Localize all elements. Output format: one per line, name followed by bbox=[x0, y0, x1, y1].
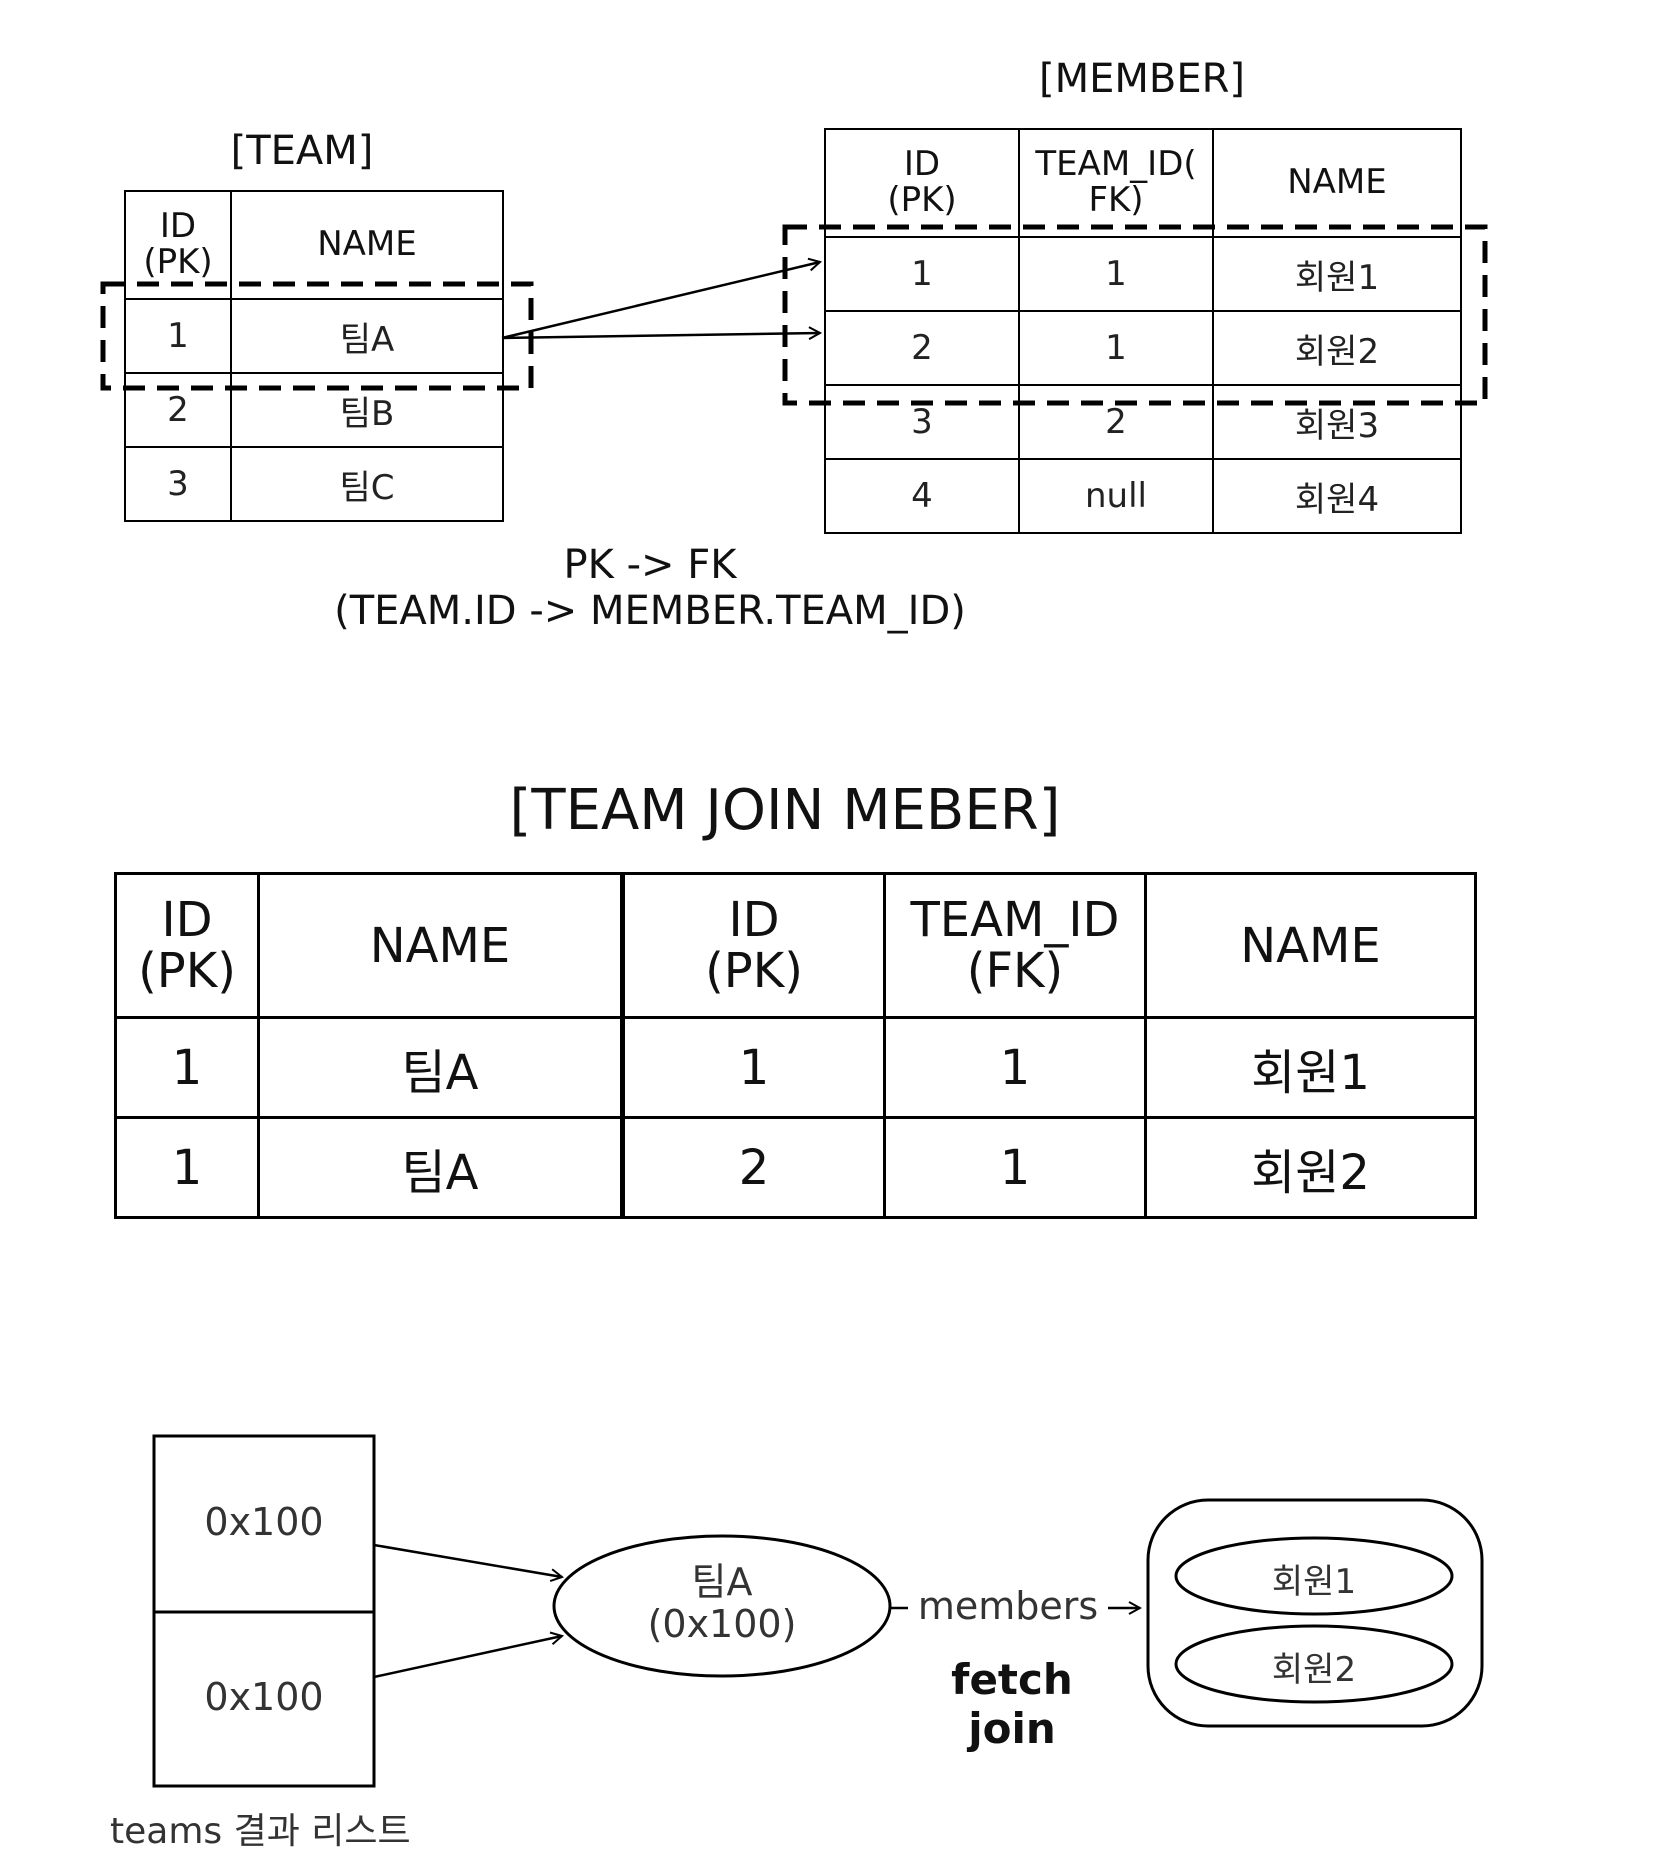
join-table-member-part: ID (PK) TEAM_ID (FK) NAME 1 1 회원1 2 1 회원… bbox=[622, 872, 1477, 1219]
member-row-2-team-id: 1 bbox=[1018, 310, 1214, 386]
join-row-2-team-name: 팀A bbox=[257, 1116, 623, 1219]
join-header-member-name: NAME bbox=[1144, 872, 1477, 1019]
member-2-ellipse bbox=[1174, 1624, 1454, 1704]
member-row-3-id: 3 bbox=[824, 384, 1020, 460]
member-header-id: ID (PK) bbox=[824, 128, 1020, 238]
member-2-label: 회원2 bbox=[1271, 1650, 1357, 1690]
team-row-1-id: 1 bbox=[124, 298, 232, 374]
join-row-1-member-team-id: 1 bbox=[883, 1016, 1147, 1119]
member-collection-box bbox=[1146, 1498, 1484, 1728]
list-arrow-2 bbox=[373, 1636, 562, 1679]
join-header-team-name: NAME bbox=[257, 872, 623, 1019]
relation-caption: PK -> FK (TEAM.ID -> MEMBER.TEAM_ID) bbox=[300, 542, 1000, 634]
member-row-1-name: 회원1 bbox=[1212, 236, 1462, 312]
join-table-title: [TEAM JOIN MEBER] bbox=[509, 778, 1061, 843]
member-row-4-team-id: null bbox=[1018, 458, 1214, 534]
member-row-1-id: 1 bbox=[824, 236, 1020, 312]
relation-line-2: (TEAM.ID -> MEMBER.TEAM_ID) bbox=[334, 588, 966, 634]
member-table-title: [MEMBER] bbox=[1038, 56, 1245, 102]
member-row-1-team-id: 1 bbox=[1018, 236, 1214, 312]
join-row-1-team-id: 1 bbox=[114, 1016, 260, 1119]
member-1-ellipse bbox=[1174, 1536, 1454, 1616]
join-header-member-team-id: TEAM_ID (FK) bbox=[883, 872, 1147, 1019]
list-arrow-1 bbox=[373, 1543, 562, 1577]
list-cell-1-address: 0x100 bbox=[204, 1500, 324, 1544]
member-header-team-id: TEAM_ID( FK) bbox=[1018, 128, 1214, 238]
join-row-2-member-team-id: 1 bbox=[883, 1116, 1147, 1219]
join-row-1-member-id: 1 bbox=[622, 1016, 886, 1119]
join-header-member-id: ID (PK) bbox=[622, 872, 886, 1019]
member-row-4-id: 4 bbox=[824, 458, 1020, 534]
member-row-2-id: 2 bbox=[824, 310, 1020, 386]
member-1-label: 회원1 bbox=[1271, 1562, 1357, 1602]
join-row-2-member-id: 2 bbox=[622, 1116, 886, 1219]
member-row-2-name: 회원2 bbox=[1212, 310, 1462, 386]
team-object-label: 팀A (0x100) bbox=[647, 1560, 797, 1646]
list-cell-2-address: 0x100 bbox=[204, 1675, 324, 1719]
member-row-3-team-id: 2 bbox=[1018, 384, 1214, 460]
team-row-2-id: 2 bbox=[124, 372, 232, 448]
list-caption: teams 결과 리스트 bbox=[110, 1811, 411, 1852]
team-table-title: [TEAM] bbox=[230, 128, 374, 174]
team-object-ellipse bbox=[552, 1534, 892, 1678]
join-row-2-team-id: 1 bbox=[114, 1116, 260, 1219]
team-row-3-id: 3 bbox=[124, 446, 232, 522]
team-row-3-name: 팀C bbox=[230, 446, 504, 522]
team-highlight-dashed-box bbox=[100, 281, 534, 391]
member-highlight-dashed-box bbox=[782, 224, 1488, 406]
team-row-1-name: 팀A bbox=[230, 298, 504, 374]
members-label: members bbox=[917, 1584, 1099, 1628]
join-row-2-member-name: 회원2 bbox=[1144, 1116, 1477, 1219]
join-table-team-part: ID (PK) NAME 1 팀A 1 팀A bbox=[114, 872, 623, 1219]
join-row-1-team-name: 팀A bbox=[257, 1016, 623, 1119]
list-cell-2-box bbox=[152, 1610, 376, 1788]
fk-arrow-1 bbox=[501, 262, 820, 340]
member-row-4-name: 회원4 bbox=[1212, 458, 1462, 534]
fk-arrow-2 bbox=[501, 333, 820, 338]
team-row-2-name: 팀B bbox=[230, 372, 504, 448]
join-row-1-member-name: 회원1 bbox=[1144, 1016, 1477, 1119]
relation-line-1: PK -> FK bbox=[563, 542, 737, 588]
fetch-join-label: fetch join bbox=[951, 1655, 1073, 1753]
join-header-team-id: ID (PK) bbox=[114, 872, 260, 1019]
member-row-3-name: 회원3 bbox=[1212, 384, 1462, 460]
member-table: ID (PK) TEAM_ID( FK) NAME 1 1 회원1 2 1 회원… bbox=[824, 128, 1462, 534]
member-header-name: NAME bbox=[1212, 128, 1462, 238]
